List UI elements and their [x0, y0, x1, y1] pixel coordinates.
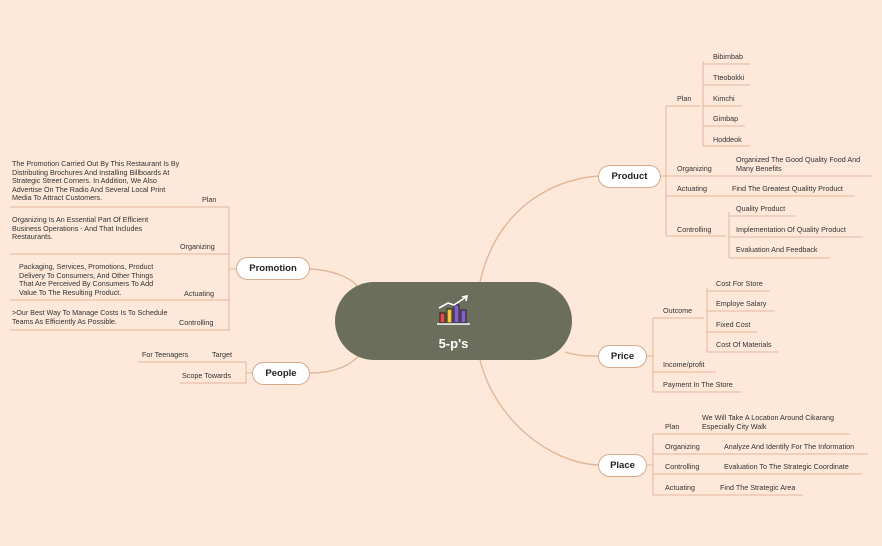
product-plan-item-1[interactable]: Bibimbab	[713, 52, 743, 61]
place-controlling-label[interactable]: Controlling	[665, 462, 700, 471]
product-controlling-item-1[interactable]: Quality Product	[736, 204, 786, 213]
people-target-label[interactable]: Target	[212, 350, 232, 359]
place-actuating-text[interactable]: Find The Strategic Area	[720, 483, 796, 492]
product-controlling-item-3[interactable]: Evaluation And Feedback	[736, 245, 818, 254]
price-outcome-item-1[interactable]: Cost For Store	[716, 279, 763, 288]
product-controlling-label[interactable]: Controlling	[677, 225, 712, 234]
bar-chart-growth-icon	[436, 294, 472, 331]
place-plan-text[interactable]: We Will Take A Location Around Cikarang …	[702, 413, 834, 431]
place-organizing-text[interactable]: Analyze And Identify For The Information	[724, 442, 855, 451]
price-outcome-item-3[interactable]: Fixed Cost	[716, 320, 751, 329]
place-organizing-label[interactable]: Organizing	[665, 442, 700, 451]
promotion-plan-label[interactable]: Plan	[202, 195, 217, 204]
product-actuating-label[interactable]: Actuating	[677, 184, 707, 193]
promotion-plan-text[interactable]: The Promotion Carried Out By This Restau…	[12, 159, 180, 203]
node-people[interactable]: People	[252, 362, 310, 385]
promotion-organizing-text[interactable]: Organizing Is An Essential Part Of Effic…	[12, 215, 149, 242]
product-controlling-item-2[interactable]: Implementation Of Quality Product	[736, 225, 846, 234]
node-promotion[interactable]: Promotion	[236, 257, 310, 280]
price-income-label[interactable]: Income/profit	[663, 360, 705, 369]
product-plan-item-3[interactable]: Kimchi	[713, 94, 735, 103]
central-title: 5-p's	[438, 336, 469, 351]
product-organizing-label[interactable]: Organizing	[677, 164, 712, 173]
place-actuating-label[interactable]: Actuating	[665, 483, 695, 492]
product-plan-item-2[interactable]: Tteobokki	[713, 73, 745, 82]
place-controlling-text[interactable]: Evaluation To The Strategic Coordinate	[724, 462, 849, 471]
node-place[interactable]: Place	[598, 454, 647, 477]
promotion-actuating-label[interactable]: Actuating	[184, 289, 214, 298]
product-plan-label[interactable]: Plan	[677, 94, 692, 103]
price-outcome-label[interactable]: Outcome	[663, 306, 693, 315]
price-outcome-item-2[interactable]: Employe Salary	[716, 299, 767, 308]
product-organizing-text[interactable]: Organized The Good Quality Food And Many…	[736, 155, 861, 173]
promotion-controlling-text[interactable]: >Our Best Way To Manage Costs Is To Sche…	[12, 308, 168, 326]
price-outcome-item-4[interactable]: Cost Of Materials	[716, 340, 772, 349]
product-plan-item-5[interactable]: Hoddeok	[713, 135, 742, 144]
product-plan-item-4[interactable]: Gimbap	[713, 114, 739, 123]
price-payment-label[interactable]: Payment In The Store	[663, 380, 733, 389]
node-product[interactable]: Product	[598, 165, 661, 188]
people-scope-label[interactable]: Scope Towards	[182, 371, 232, 380]
promotion-organizing-label[interactable]: Organizing	[180, 242, 215, 251]
place-plan-label[interactable]: Plan	[665, 422, 680, 431]
promotion-controlling-label[interactable]: Controlling	[179, 318, 214, 327]
product-actuating-text[interactable]: Find The Greatest Qualitty Product	[732, 184, 843, 193]
promotion-actuating-text[interactable]: Packaging, Services, Promotions, Product…	[19, 262, 154, 297]
central-topic[interactable]: 5-p's	[335, 282, 572, 360]
people-target-text[interactable]: For Teenagers	[142, 350, 189, 359]
node-price[interactable]: Price	[598, 345, 647, 368]
